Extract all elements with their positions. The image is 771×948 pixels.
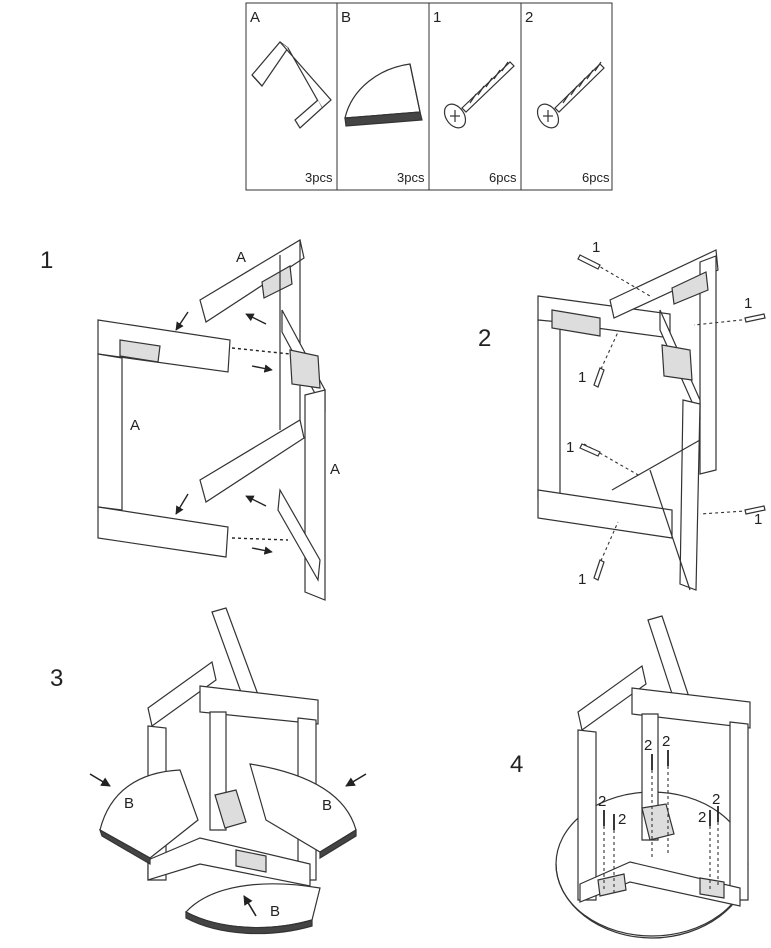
part-id-1: 1 bbox=[433, 9, 441, 26]
step-number: 4 bbox=[510, 751, 523, 778]
screw-label-1: 1 bbox=[754, 511, 762, 528]
screw-label-2: 2 bbox=[644, 737, 652, 754]
screw-label-1: 1 bbox=[566, 439, 574, 456]
insert-arrows bbox=[175, 311, 291, 555]
step-number: 2 bbox=[478, 325, 491, 352]
board-label-b: B bbox=[124, 795, 134, 812]
part-qty-1: 6pcs bbox=[489, 170, 517, 185]
part-cell-2: 2 6pcs bbox=[525, 9, 610, 185]
step-4: 4 bbox=[510, 615, 751, 939]
screw-icon bbox=[443, 61, 515, 129]
frame-drawing bbox=[577, 615, 751, 907]
part-qty-b: 3pcs bbox=[397, 170, 425, 185]
part-cell-a: A 3pcs bbox=[250, 9, 333, 185]
screw-label-1: 1 bbox=[578, 369, 586, 386]
step-number: 3 bbox=[50, 665, 63, 692]
step-number: 1 bbox=[40, 247, 53, 274]
part-cell-b: B 3pcs bbox=[341, 9, 425, 185]
screw-label-2: 2 bbox=[698, 809, 706, 826]
board-label-b: B bbox=[270, 903, 280, 920]
part-id-a: A bbox=[250, 9, 260, 26]
step-3: 3 B B B bbox=[50, 607, 367, 935]
step-1: 1 A bbox=[40, 239, 340, 601]
screw-label-2: 2 bbox=[618, 811, 626, 828]
screw-label-1: 1 bbox=[744, 295, 752, 312]
part-id-b: B bbox=[341, 9, 351, 26]
part-label-a: A bbox=[130, 417, 140, 434]
part-label-a: A bbox=[236, 249, 246, 266]
frame-drawing bbox=[537, 249, 719, 591]
screw-label-1: 1 bbox=[578, 571, 586, 588]
frame-drawing bbox=[97, 239, 326, 601]
screw-label-2: 2 bbox=[598, 793, 606, 810]
screw-guides bbox=[603, 766, 719, 894]
part-qty-a: 3pcs bbox=[305, 170, 333, 185]
part-label-a: A bbox=[330, 461, 340, 478]
screw-icon bbox=[577, 254, 766, 581]
part-qty-2: 6pcs bbox=[582, 170, 610, 185]
frame-piece-icon bbox=[251, 41, 332, 129]
insert-arrows bbox=[89, 773, 367, 917]
screw-label-2: 2 bbox=[712, 791, 720, 808]
part-id-2: 2 bbox=[525, 9, 533, 26]
parts-table: A 3pcs B 3pcs 1 bbox=[245, 2, 613, 191]
step-2: 2 bbox=[478, 239, 766, 591]
board-label-b: B bbox=[322, 797, 332, 814]
part-cell-1: 1 6pcs bbox=[433, 9, 517, 185]
frame-drawing bbox=[147, 607, 319, 887]
screw-icon bbox=[536, 61, 605, 129]
quarter-round-board-icon bbox=[98, 763, 357, 935]
screw-icon bbox=[603, 750, 719, 830]
quarter-round-board-icon bbox=[344, 63, 423, 127]
screw-label-2: 2 bbox=[662, 733, 670, 750]
screw-label-1: 1 bbox=[592, 239, 600, 256]
